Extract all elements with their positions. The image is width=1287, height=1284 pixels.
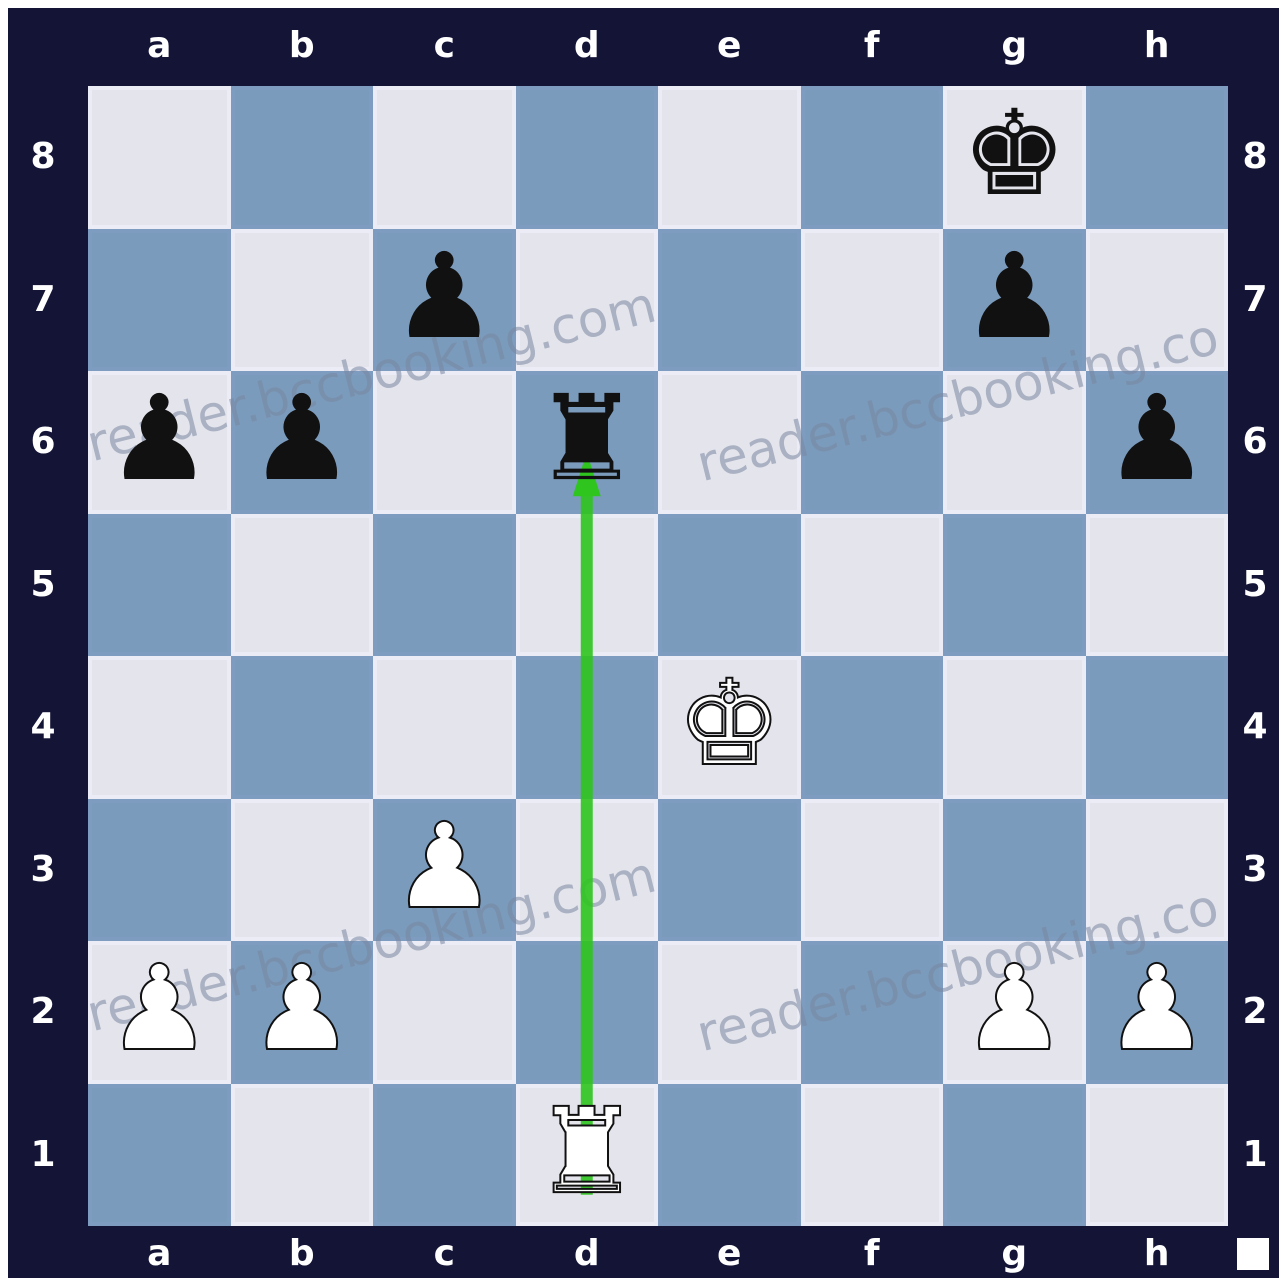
rank-label-7-right: 7 (1230, 280, 1280, 320)
file-label-b-bottom: b (232, 1234, 372, 1274)
square-f7[interactable] (801, 229, 944, 372)
file-label-d-top: d (517, 26, 657, 66)
square-h3[interactable] (1086, 799, 1229, 942)
file-label-c-bottom: c (374, 1234, 514, 1274)
rank-label-1-right: 1 (1230, 1135, 1280, 1175)
rank-label-5-right: 5 (1230, 565, 1280, 605)
square-b3[interactable] (231, 799, 374, 942)
square-d3[interactable] (516, 799, 659, 942)
square-h8[interactable] (1086, 86, 1229, 229)
square-h7[interactable] (1086, 229, 1229, 372)
rank-label-3-left: 3 (18, 850, 68, 890)
square-d4[interactable] (516, 656, 659, 799)
square-a4[interactable] (88, 656, 231, 799)
white-pawn-b2[interactable]: ♟ (231, 937, 374, 1080)
square-c6[interactable] (373, 371, 516, 514)
square-f3[interactable] (801, 799, 944, 942)
file-label-g-top: g (944, 26, 1084, 66)
file-label-a-bottom: a (89, 1234, 229, 1274)
rank-label-1-left: 1 (18, 1135, 68, 1175)
black-rook-d6[interactable]: ♜ (516, 367, 659, 510)
square-a3[interactable] (88, 799, 231, 942)
file-label-h-top: h (1087, 26, 1227, 66)
square-f4[interactable] (801, 656, 944, 799)
square-h4[interactable] (1086, 656, 1229, 799)
rank-label-3-right: 3 (1230, 850, 1280, 890)
square-e2[interactable] (658, 941, 801, 1084)
black-king-g8[interactable]: ♚ (943, 82, 1086, 225)
square-g6[interactable] (943, 371, 1086, 514)
square-c4[interactable] (373, 656, 516, 799)
file-label-e-bottom: e (659, 1234, 799, 1274)
black-pawn-h6[interactable]: ♟ (1086, 367, 1229, 510)
square-a5[interactable] (88, 514, 231, 657)
file-label-g-bottom: g (944, 1234, 1084, 1274)
square-g5[interactable] (943, 514, 1086, 657)
square-c8[interactable] (373, 86, 516, 229)
square-d2[interactable] (516, 941, 659, 1084)
square-e7[interactable] (658, 229, 801, 372)
square-c2[interactable] (373, 941, 516, 1084)
square-b7[interactable] (231, 229, 374, 372)
square-g3[interactable] (943, 799, 1086, 942)
square-f8[interactable] (801, 86, 944, 229)
rank-label-6-right: 6 (1230, 422, 1280, 462)
rank-label-8-left: 8 (18, 137, 68, 177)
rank-label-5-left: 5 (18, 565, 68, 605)
square-a8[interactable] (88, 86, 231, 229)
square-a1[interactable] (88, 1084, 231, 1227)
square-f2[interactable] (801, 941, 944, 1084)
black-pawn-c7[interactable]: ♟ (373, 225, 516, 368)
rank-label-4-right: 4 (1230, 707, 1280, 747)
file-label-d-bottom: d (517, 1234, 657, 1274)
square-c5[interactable] (373, 514, 516, 657)
square-d7[interactable] (516, 229, 659, 372)
rank-label-2-right: 2 (1230, 992, 1280, 1032)
file-label-f-top: f (802, 26, 942, 66)
square-h5[interactable] (1086, 514, 1229, 657)
black-pawn-b6[interactable]: ♟ (231, 367, 374, 510)
rank-label-2-left: 2 (18, 992, 68, 1032)
file-label-f-bottom: f (802, 1234, 942, 1274)
square-b5[interactable] (231, 514, 374, 657)
square-d8[interactable] (516, 86, 659, 229)
white-pawn-a2[interactable]: ♟ (88, 937, 231, 1080)
file-label-a-top: a (89, 26, 229, 66)
square-d5[interactable] (516, 514, 659, 657)
white-pawn-c3[interactable]: ♟ (373, 795, 516, 938)
square-c1[interactable] (373, 1084, 516, 1227)
file-label-h-bottom: h (1087, 1234, 1227, 1274)
white-pawn-g2[interactable]: ♟ (943, 937, 1086, 1080)
square-e6[interactable] (658, 371, 801, 514)
white-rook-d1[interactable]: ♜ (516, 1080, 659, 1223)
black-pawn-g7[interactable]: ♟ (943, 225, 1086, 368)
file-label-b-top: b (232, 26, 372, 66)
square-g1[interactable] (943, 1084, 1086, 1227)
square-h1[interactable] (1086, 1084, 1229, 1227)
square-a7[interactable] (88, 229, 231, 372)
square-b1[interactable] (231, 1084, 374, 1227)
white-king-e4[interactable]: ♚ (658, 652, 801, 795)
file-label-e-top: e (659, 26, 799, 66)
rank-label-8-right: 8 (1230, 137, 1280, 177)
rank-label-7-left: 7 (18, 280, 68, 320)
white-pawn-h2[interactable]: ♟ (1086, 937, 1229, 1080)
rank-label-6-left: 6 (18, 422, 68, 462)
square-e8[interactable] (658, 86, 801, 229)
file-label-c-top: c (374, 26, 514, 66)
side-to-move-indicator (1237, 1238, 1269, 1270)
rank-label-4-left: 4 (18, 707, 68, 747)
square-f5[interactable] (801, 514, 944, 657)
black-pawn-a6[interactable]: ♟ (88, 367, 231, 510)
square-b8[interactable] (231, 86, 374, 229)
square-f6[interactable] (801, 371, 944, 514)
square-e1[interactable] (658, 1084, 801, 1227)
square-e5[interactable] (658, 514, 801, 657)
square-f1[interactable] (801, 1084, 944, 1227)
square-b4[interactable] (231, 656, 374, 799)
square-e3[interactable] (658, 799, 801, 942)
square-g4[interactable] (943, 656, 1086, 799)
